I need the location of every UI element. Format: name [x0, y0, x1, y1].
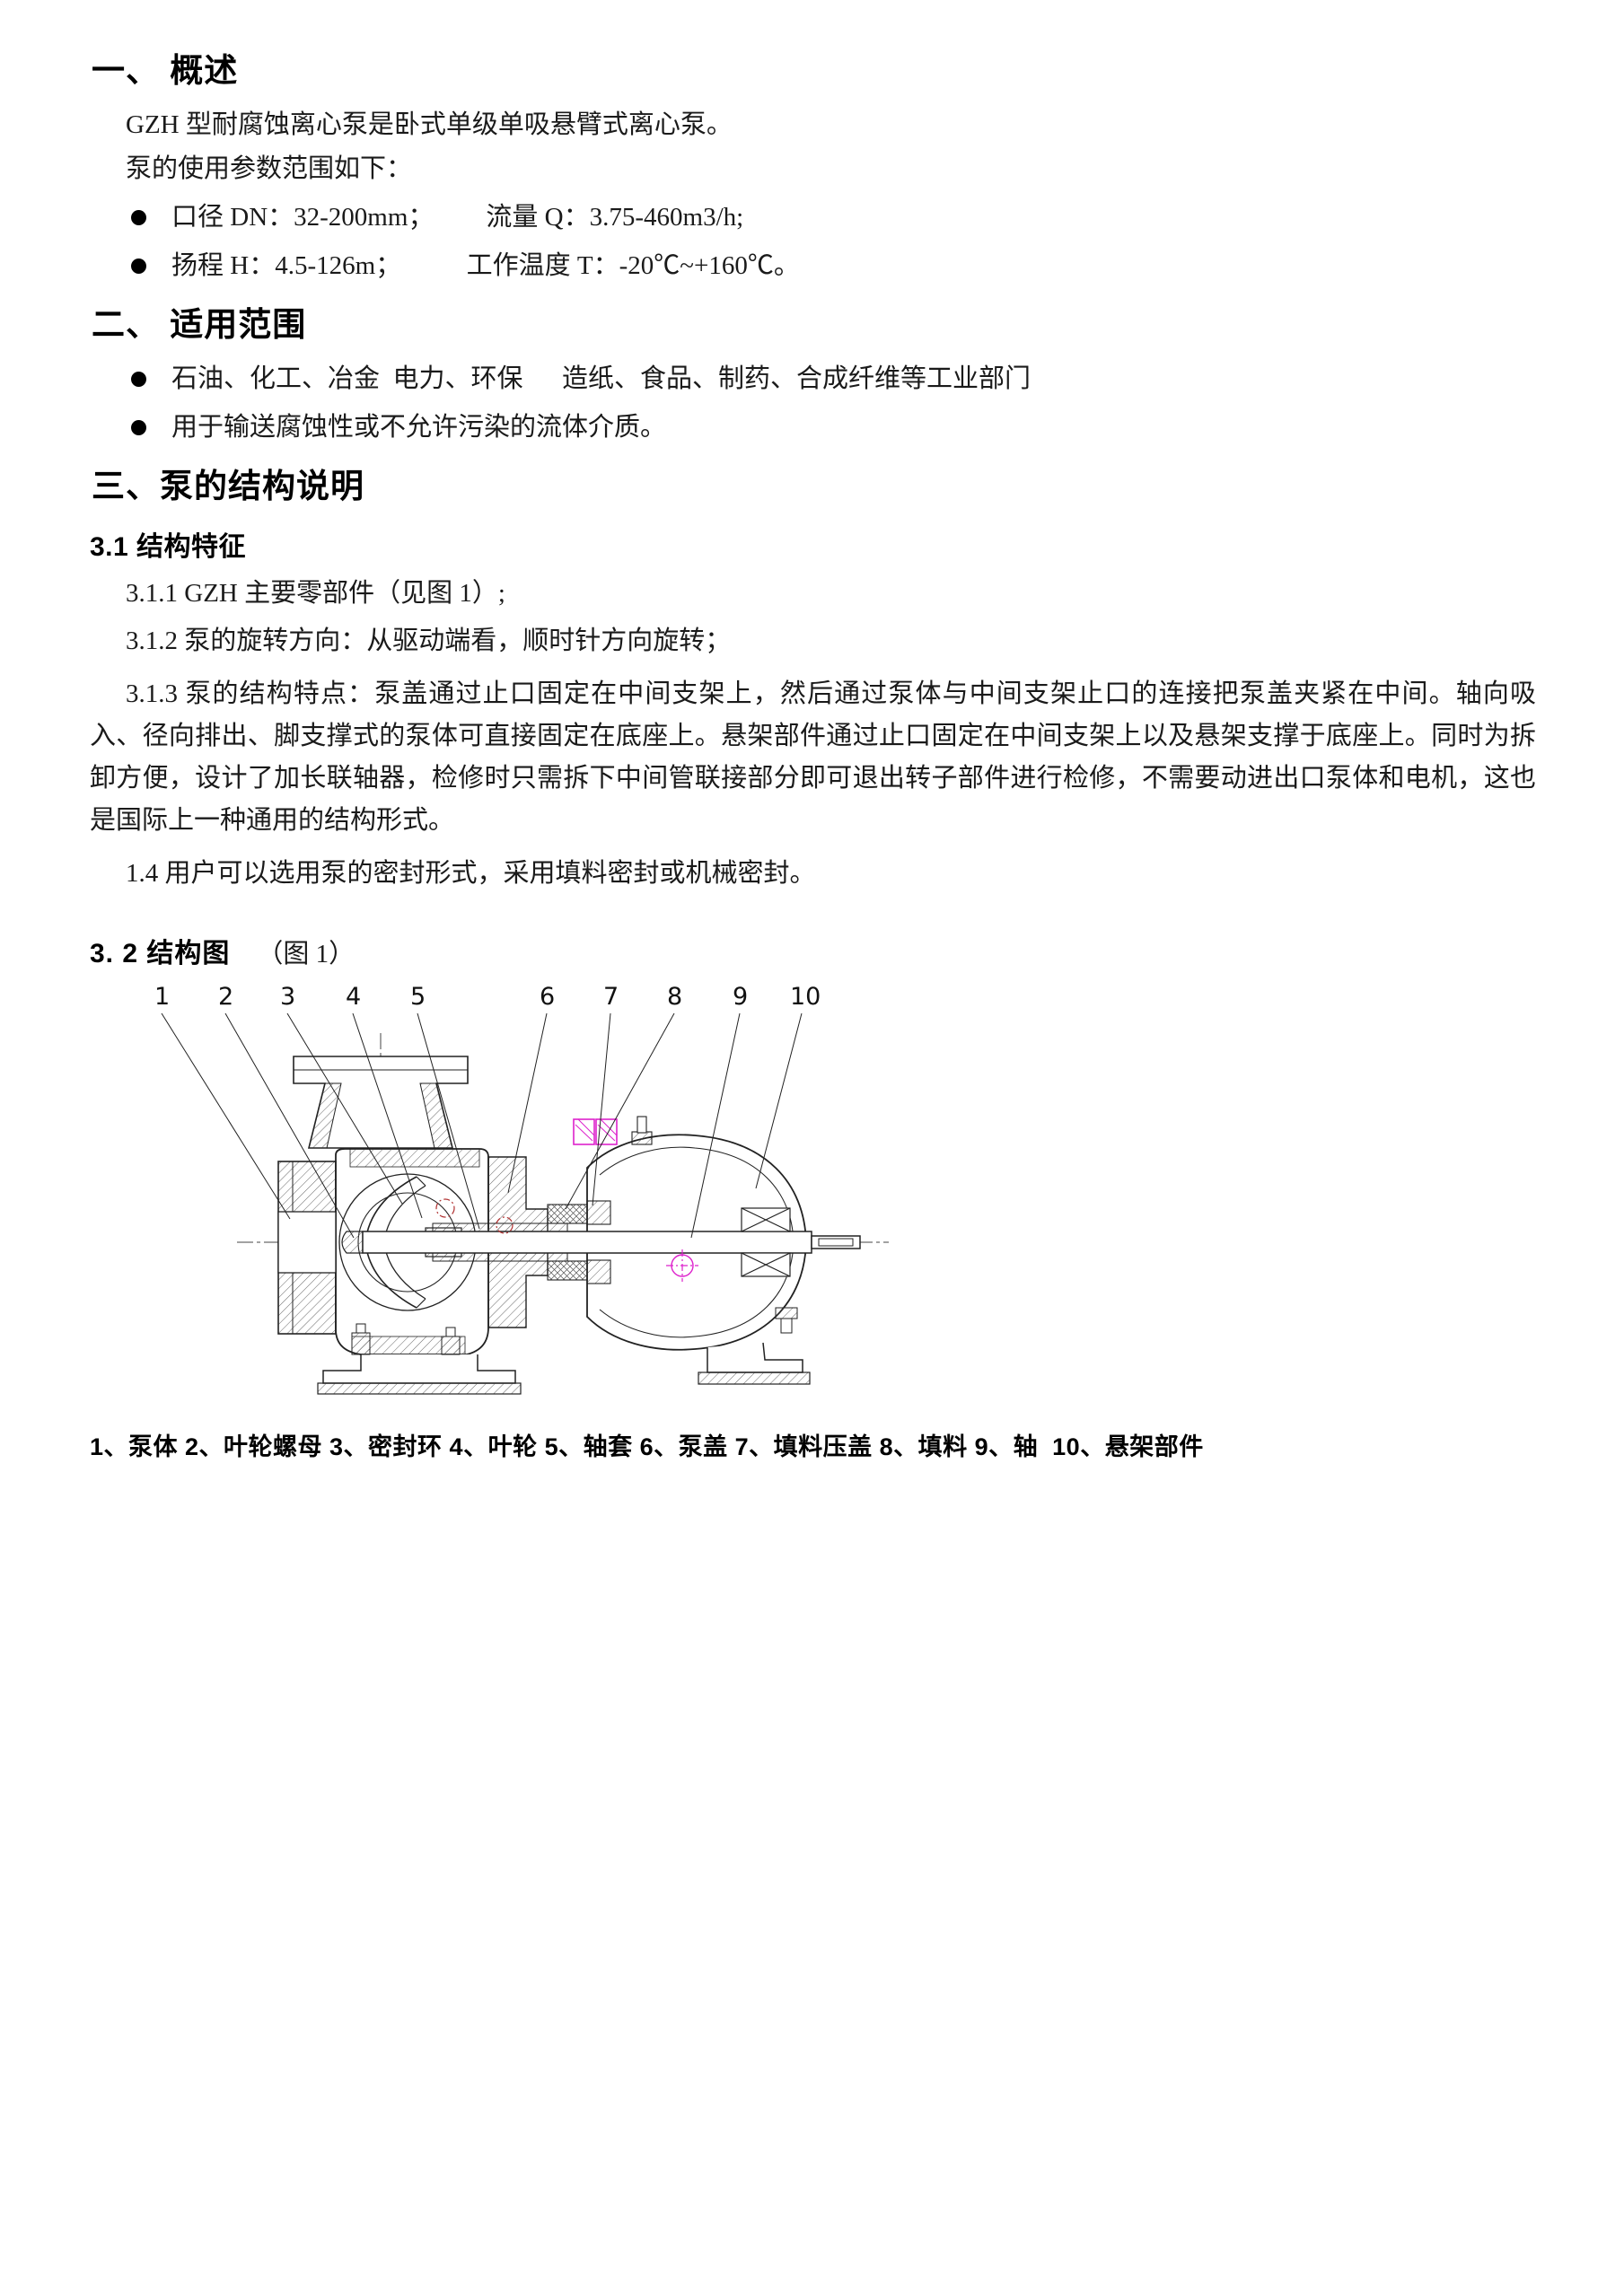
bullet-item: 用于输送腐蚀性或不允许污染的流体介质。 [90, 411, 1536, 445]
bullet-text: 石油、化工、冶金 电力、环保 造纸、食品、制药、合成纤维等工业部门 [171, 364, 1031, 393]
subsection-3-1-heading: 3.1 结构特征 [90, 531, 247, 562]
section-1-heading: 一、 概述 [92, 52, 239, 89]
bearings [741, 1207, 791, 1277]
packing [547, 1204, 588, 1281]
part-number-7: 7 [603, 983, 619, 1011]
packing-gland [586, 1200, 611, 1284]
part-number-2: 2 [218, 983, 233, 1011]
part-numbers: 1 2 3 4 5 6 7 8 9 10 [154, 983, 821, 1011]
part-number-6: 6 [540, 983, 555, 1011]
part-number-10: 10 [790, 983, 821, 1011]
bullet-text: 扬程 H：4.5-126m； 工作温度 T：-20℃~+160℃。 [171, 250, 800, 280]
figure-caption: 1、泵体 2、叶轮螺母 3、密封环 4、叶轮 5、轴套 6、泵盖 7、填料压盖 … [90, 1433, 1204, 1461]
part-number-3: 3 [280, 983, 295, 1011]
section-3-heading: 三、泵的结构说明 [92, 468, 364, 505]
bullet-text: 口径 DN：32-200mm； 流量 Q：3.75-460m3/h; [171, 202, 744, 232]
discharge-flange [293, 1056, 469, 1149]
part-number-9: 9 [733, 983, 748, 1011]
bullet-item: 石油、化工、冶金 电力、环保 造纸、食品、制药、合成纤维等工业部门 [90, 363, 1536, 397]
figure-reference: （图 1） [257, 940, 356, 969]
pump-cross-section-drawing: 1 2 3 4 5 6 7 8 9 10 [154, 983, 889, 1395]
section-1-paragraph-2: 泵的使用参数范围如下： [126, 154, 413, 184]
section-2-heading: 二、 适用范围 [92, 306, 307, 344]
magenta-annotation [573, 1118, 698, 1283]
part-number-5: 5 [410, 983, 426, 1011]
support-leg [698, 1342, 811, 1385]
bullet-item: 口径 DN：32-200mm； 流量 Q：3.75-460m3/h; [90, 201, 1536, 235]
red-datum-circles [435, 1198, 514, 1234]
subsection-3-2-heading: 3. 2 结构图 [90, 939, 231, 969]
item-1-4: 1.4 用户可以选用泵的密封形式，采用填料密封或机械密封。 [126, 858, 816, 888]
part-number-1: 1 [154, 983, 170, 1011]
part-number-4: 4 [346, 983, 361, 1011]
bullet-icon [131, 372, 146, 388]
bullet-item: 扬程 H：4.5-126m； 工作温度 T：-20℃~+160℃。 [90, 250, 1536, 284]
leader-lines [161, 1012, 803, 1239]
gland-stud [631, 1116, 653, 1145]
bullet-text: 用于输送腐蚀性或不允许污染的流体介质。 [171, 412, 667, 442]
shaft [362, 1231, 861, 1254]
bullet-icon [131, 210, 146, 226]
bullet-icon [131, 258, 146, 274]
item-3-1-3: 3.1.3 泵的结构特点：泵盖通过止口固定在中间支架上，然后通过泵体与中间支架止… [90, 679, 1536, 835]
bullet-icon [131, 419, 146, 435]
item-3-1-1: 3.1.1 GZH 主要零部件（见图 1）; [126, 578, 505, 608]
item-3-1-2: 3.1.2 泵的旋转方向：从驱动端看，顺时针方向旋转； [126, 626, 732, 655]
suction-flange [277, 1161, 337, 1335]
casing-foot-base [317, 1323, 522, 1395]
section-1-paragraph-1: GZH 型耐腐蚀离心泵是卧式单级单吸悬臂式离心泵。 [126, 110, 733, 139]
document-content: 一、 概述 GZH 型耐腐蚀离心泵是卧式单级单吸悬臂式离心泵。 泵的使用参数范围… [90, 52, 1536, 1461]
figure-title-row: 3. 2 结构图 （图 1） [90, 931, 1536, 970]
impeller-nut [341, 1231, 364, 1254]
figure-1: 1 2 3 4 5 6 7 8 9 10 [136, 977, 1536, 1404]
part-number-8: 8 [667, 983, 682, 1011]
